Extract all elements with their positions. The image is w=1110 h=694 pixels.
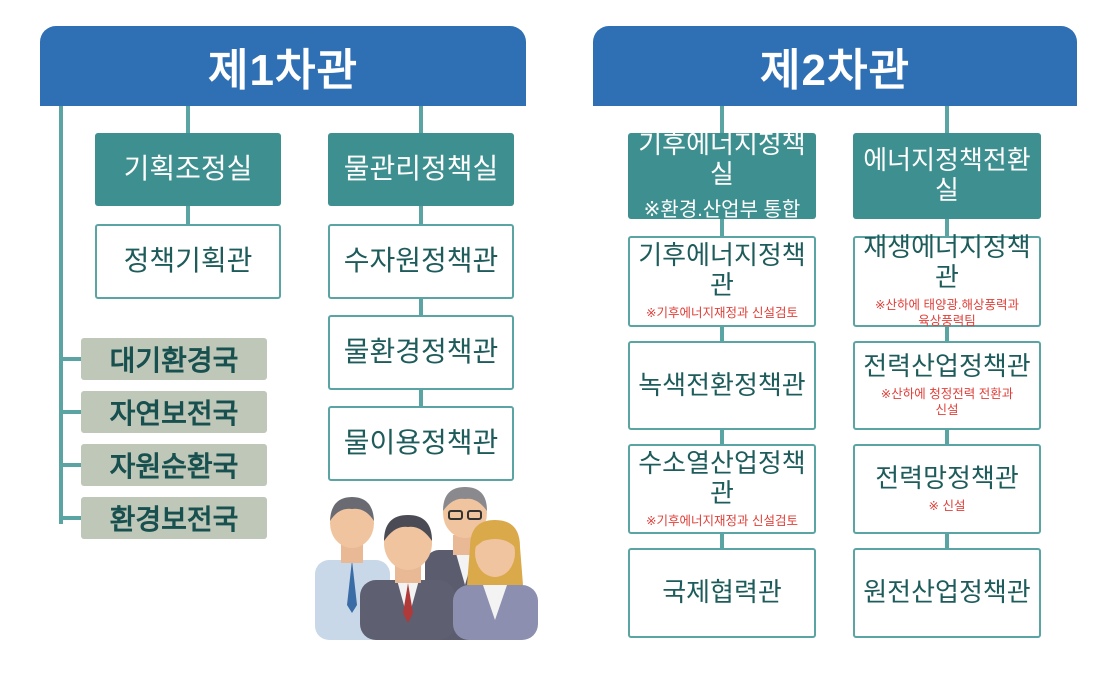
bureau-box: 물이용정책관 [328, 406, 514, 481]
bureau-name: 기후에너지정책관 [630, 241, 814, 301]
gray-bureau-label: 자연보전국 [110, 392, 239, 432]
connector [945, 430, 949, 444]
gray-bureau-label: 대기환경국 [110, 339, 239, 379]
connector [186, 106, 190, 134]
bureau-box: 기후에너지정책관 ※기후에너지재정과 신설검토 [628, 236, 816, 327]
gray-bureau: 자원순환국 [81, 444, 267, 486]
bureau-name: 국제협력관 [662, 578, 782, 608]
office-name: 물관리정책실 [344, 153, 499, 185]
connector [59, 463, 81, 467]
bureau-note: ※기후에너지재정과 신설검토 [646, 513, 798, 529]
bureau-name: 물환경정책관 [344, 336, 499, 368]
bureau-box: 정책기획관 [95, 224, 281, 299]
bureau-box: 원전산업정책관 [853, 548, 1041, 638]
bureau-box: 수소열산업정책관 ※기후에너지재정과 신설검토 [628, 444, 816, 534]
office-box: 기획조정실 [95, 133, 281, 206]
office-box: 에너지정책전환실 [853, 133, 1041, 219]
bureau-name: 수소열산업정책관 [630, 449, 814, 509]
connector [720, 534, 724, 548]
left-trunk-line [59, 106, 63, 524]
bureau-name: 전력산업정책관 [863, 352, 1030, 382]
bureau-box: 국제협력관 [628, 548, 816, 638]
bureau-note: ※산하에 태양광.해상풍력과 육상풍력팀 [875, 297, 1019, 330]
bureau-name: 녹색전환정책관 [638, 371, 805, 401]
gray-bureau-label: 자원순환국 [110, 445, 239, 485]
gray-bureau: 자연보전국 [81, 391, 267, 433]
bureau-name: 전력망정책관 [875, 464, 1019, 494]
gray-bureau: 환경보전국 [81, 497, 267, 539]
office-box: 물관리정책실 [328, 133, 514, 206]
office-note: ※환경.산업부 통합 [644, 193, 801, 222]
connector [59, 516, 81, 520]
connector [419, 206, 423, 226]
office-workers-group-icon [305, 485, 545, 640]
bureau-note: ※산하에 청정전력 전환과 신설 [881, 386, 1013, 419]
bureau-name: 정책기획관 [124, 245, 253, 277]
gray-bureau-label: 환경보전국 [110, 498, 239, 538]
right-header: 제2차관 [593, 26, 1077, 106]
connector [59, 357, 81, 361]
bureau-box: 전력산업정책관 ※산하에 청정전력 전환과 신설 [853, 341, 1041, 430]
connector [945, 534, 949, 548]
connector [720, 430, 724, 444]
connector [59, 410, 81, 414]
office-name: 기획조정실 [124, 153, 253, 185]
connector [945, 106, 949, 134]
bureau-note: ※기후에너지재정과 신설검토 [646, 305, 798, 321]
left-header-title: 제1차관 [208, 34, 358, 98]
bureau-name: 재생에너지정책관 [855, 233, 1039, 293]
gray-bureau: 대기환경국 [81, 338, 267, 380]
bureau-name: 수자원정책관 [344, 245, 499, 277]
left-header: 제1차관 [40, 26, 526, 106]
bureau-box: 수자원정책관 [328, 224, 514, 299]
right-header-title: 제2차관 [760, 34, 910, 98]
bureau-name: 물이용정책관 [344, 427, 499, 459]
bureau-note: ※ 신설 [929, 498, 966, 514]
bureau-box: 물환경정책관 [328, 315, 514, 390]
connector [419, 106, 423, 134]
bureau-box: 녹색전환정책관 [628, 341, 816, 430]
office-name: 기후에너지정책실 [628, 130, 816, 190]
connector [720, 327, 724, 341]
bureau-name: 원전산업정책관 [863, 578, 1030, 608]
connector [186, 206, 190, 226]
office-box: 기후에너지정책실 ※환경.산업부 통합 [628, 133, 816, 219]
bureau-box: 재생에너지정책관 ※산하에 태양광.해상풍력과 육상풍력팀 [853, 236, 1041, 327]
connector [419, 299, 423, 316]
office-name: 에너지정책전환실 [853, 146, 1041, 206]
connector [419, 390, 423, 407]
bureau-box: 전력망정책관 ※ 신설 [853, 444, 1041, 534]
